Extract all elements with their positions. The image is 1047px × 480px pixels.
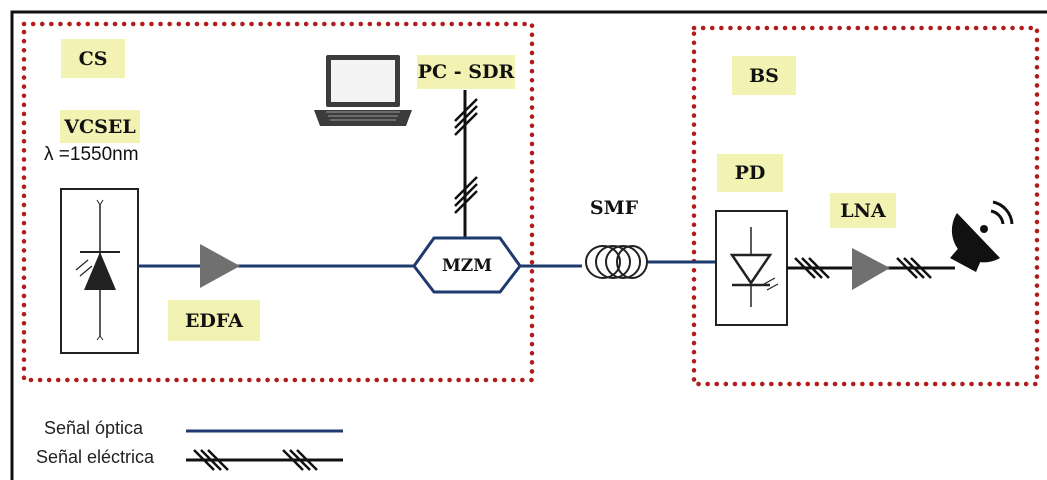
- edfa-amplifier-icon: [200, 244, 240, 288]
- edfa-label: EDFA: [168, 300, 260, 341]
- legend-electrical-label: Señal eléctrica: [36, 447, 155, 467]
- legend-optical-label: Señal óptica: [44, 418, 144, 438]
- smf-coil-icon: [585, 245, 648, 279]
- pd-label: PD: [717, 154, 783, 192]
- wavelength-label: λ =1550nm: [44, 144, 139, 165]
- cs-group-border: [21, 21, 535, 383]
- antenna-dish-icon: [950, 200, 1014, 272]
- electrical-link-pc-mzm: [454, 90, 478, 238]
- vcsel-label: VCSEL: [60, 110, 140, 143]
- pc-sdr-label: PC - SDR: [417, 55, 515, 89]
- vcsel-icon: [60, 188, 139, 354]
- legend-electrical-line: [186, 449, 343, 471]
- smf-label: SMF: [589, 196, 639, 219]
- lna-amplifier-icon: [852, 248, 890, 290]
- bs-label: BS: [732, 56, 796, 95]
- outer-frame: [10, 10, 1047, 480]
- cs-label: CS: [61, 39, 125, 78]
- mzm-label: MZM: [441, 256, 493, 276]
- lna-label: LNA: [830, 193, 896, 228]
- bs-group-border: [691, 25, 1040, 387]
- photodiode-icon: [715, 210, 788, 326]
- laptop-icon: [314, 55, 412, 126]
